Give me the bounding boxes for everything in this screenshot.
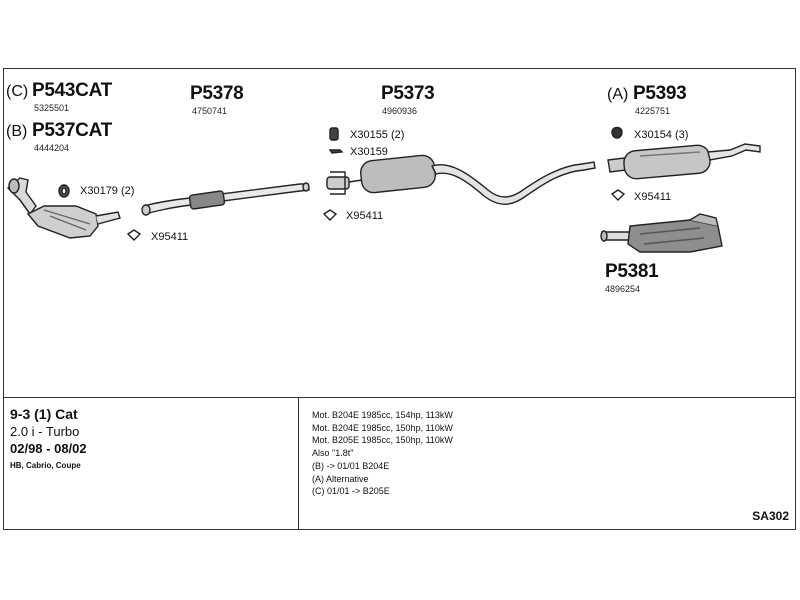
note-line: Mot. B205E 1985cc, 150hp, 110kW xyxy=(312,435,453,446)
rear-muffler-shape[interactable] xyxy=(607,143,761,180)
divider-vertical xyxy=(298,397,299,529)
note-line: Mot. B204E 1985cc, 154hp, 113kW xyxy=(312,410,453,420)
clamp-icon xyxy=(610,126,626,201)
vehicle-years: 02/98 - 08/02 xyxy=(10,441,87,456)
vehicle-info: 9-3 (1) Cat 2.0 i - Turbo 02/98 - 08/02 … xyxy=(10,406,87,474)
part-p5378-oe: 4750741 xyxy=(192,106,228,116)
part-p5393-number[interactable]: P5393 xyxy=(633,83,687,104)
clamp-icon xyxy=(322,127,344,221)
clamp-icon xyxy=(58,184,70,198)
part-p543cat-oe: 5325501 xyxy=(34,103,70,113)
part-p5381-oe: 4896254 xyxy=(605,284,641,294)
part-p5378-number[interactable]: P5378 xyxy=(190,83,244,104)
front-pipe-shape[interactable] xyxy=(141,182,310,216)
part-p5381-number[interactable]: P5381 xyxy=(605,261,659,282)
vehicle-body: HB, Cabrio, Coupe xyxy=(10,461,81,470)
diagram-frame: (C) P543CAT 5325501 (B) P537CAT 4444204 … xyxy=(3,68,796,530)
gasket-icon xyxy=(126,229,142,241)
note-line: (B) -> 01/01 B204E xyxy=(312,460,390,471)
accessory-x95411-rear[interactable]: X95411 xyxy=(634,191,672,203)
note-line: Mot. B204E 1985cc, 150hp, 110kW xyxy=(312,422,453,433)
alt-rear-muffler-shape[interactable] xyxy=(600,213,723,253)
accessory-x30159[interactable]: X30159 xyxy=(350,146,388,158)
accessory-x30154[interactable]: X30154 (3) xyxy=(634,129,689,141)
catalytic-converter-shape[interactable] xyxy=(6,177,121,239)
part-p5393-prefix: (A) xyxy=(607,86,629,103)
part-p543cat-number[interactable]: P543CAT xyxy=(32,80,112,101)
note-line: Also "1.8t" xyxy=(312,448,354,459)
part-p5393-oe: 4225751 xyxy=(635,106,671,116)
accessory-x95411-front[interactable]: X95411 xyxy=(151,231,189,243)
part-p537cat-oe: 4444204 xyxy=(34,143,70,153)
middle-muffler-shape[interactable] xyxy=(326,154,596,205)
divider-horizontal xyxy=(4,397,795,398)
accessory-x30179[interactable]: X30179 (2) xyxy=(80,185,135,197)
vehicle-engine: 2.0 i - Turbo xyxy=(10,424,80,439)
vehicle-model: 9-3 (1) Cat xyxy=(10,406,78,422)
part-p5373-number[interactable]: P5373 xyxy=(381,83,435,104)
part-p537cat-prefix: (B) xyxy=(6,123,28,140)
diagram-code: SA302 xyxy=(752,509,789,523)
part-p5373-oe: 4960936 xyxy=(382,106,418,116)
engine-notes: Mot. B204E 1985cc, 154hp, 113kW Mot. B20… xyxy=(312,409,453,498)
part-p537cat-number[interactable]: P537CAT xyxy=(32,120,112,141)
note-line: (C) 01/01 -> B205E xyxy=(312,486,390,497)
accessory-x30155[interactable]: X30155 (2) xyxy=(350,129,405,141)
note-line: (A) Alternative xyxy=(312,473,369,484)
accessory-x95411-middle[interactable]: X95411 xyxy=(346,210,384,222)
part-p543cat-prefix: (C) xyxy=(6,83,29,100)
